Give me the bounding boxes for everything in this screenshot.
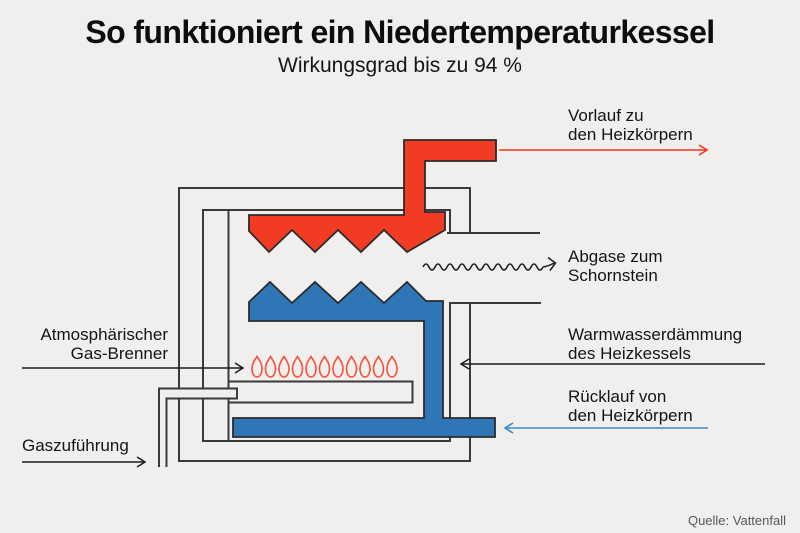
source-credit: Quelle: Vattenfall xyxy=(687,513,786,528)
gas-supply-pipe xyxy=(158,387,238,467)
label-gaszufuehrung: Gaszuführung xyxy=(22,436,129,455)
ruecklauf-arrow-icon xyxy=(503,422,708,434)
label-vorlauf: Vorlauf zu den Heizkörpern xyxy=(568,106,693,144)
gaszufuehrung-arrow-icon xyxy=(22,456,147,468)
hot-water-pipe xyxy=(248,139,497,254)
gas-brenner-arrow-icon xyxy=(22,362,245,374)
label-gas-brenner: Atmosphärischer Gas-Brenner xyxy=(40,325,168,363)
vorlauf-arrow-icon xyxy=(499,144,709,156)
gas-burner-box xyxy=(227,380,414,404)
label-ruecklauf: Rücklauf von den Heizkörpern xyxy=(568,387,693,425)
warmwasserdaemmung-arrow-icon xyxy=(459,358,765,370)
page-title: So funktioniert ein Niedertemperaturkess… xyxy=(85,14,715,50)
label-abgase: Abgase zum Schornstein xyxy=(568,247,663,285)
abgase-wavy-arrow-icon xyxy=(422,256,557,271)
burner-flames-icon xyxy=(251,354,398,378)
cold-water-return-pipe xyxy=(232,280,496,438)
page-subtitle: Wirkungsgrad bis zu 94 % xyxy=(278,54,522,77)
label-warmwasserdaemmung: Warmwasserdämmung des Heizkessels xyxy=(568,325,743,363)
